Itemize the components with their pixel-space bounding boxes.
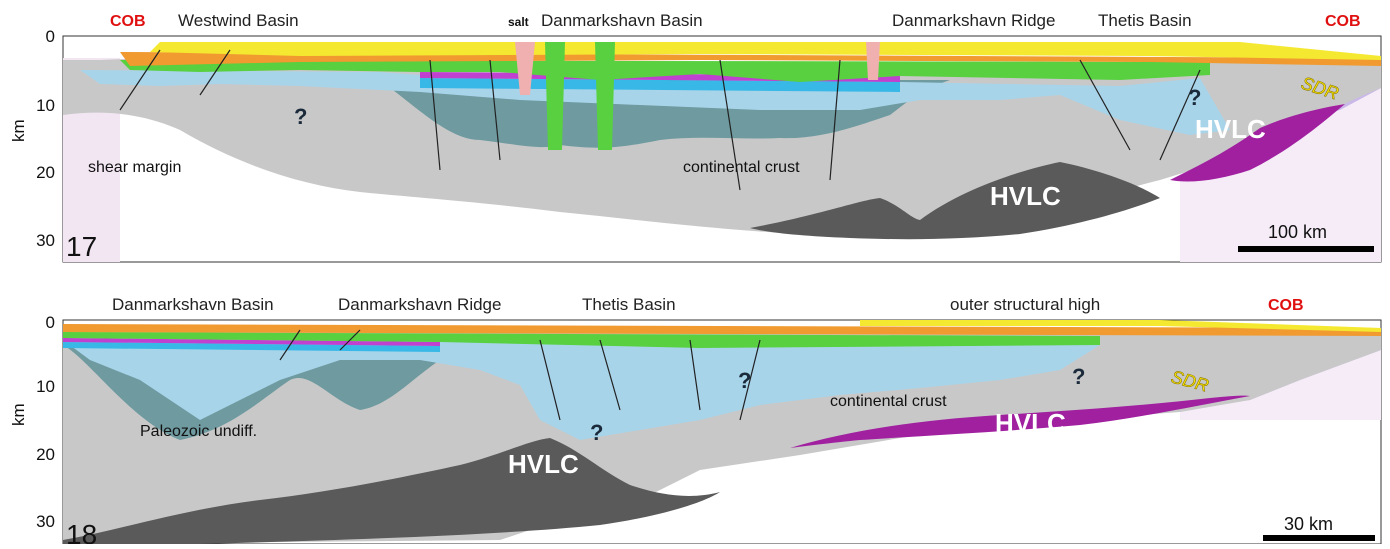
question-mark-2: ? bbox=[1188, 85, 1201, 110]
layer-cyan-17 bbox=[420, 78, 900, 92]
layer-green-17 bbox=[120, 60, 1210, 82]
continental-crust-label: continental crust bbox=[683, 159, 800, 176]
cob-label-18: COB bbox=[1268, 297, 1304, 314]
axis-tick-10-18: 10 bbox=[36, 377, 55, 396]
hvlc-right-label: HVLC bbox=[1195, 114, 1266, 144]
panel-17: COB Westwind Basin salt Danmarkshavn Bas… bbox=[9, 11, 1382, 263]
scale-bar-18 bbox=[1263, 535, 1375, 541]
panel-18: Danmarkshavn Basin Danmarkshavn Ridge Th… bbox=[9, 295, 1382, 549]
hvlc-main-body bbox=[750, 162, 1160, 240]
axis-tick-0-17: 0 bbox=[46, 27, 55, 46]
salt-label: salt bbox=[508, 15, 529, 29]
axis-unit-17: km bbox=[9, 119, 28, 142]
axis-tick-20-17: 20 bbox=[36, 163, 55, 182]
hvlc-right-body-18 bbox=[790, 395, 1250, 448]
danmarkshavn-basin-label-18: Danmarkshavn Basin bbox=[112, 295, 274, 314]
scale-label-18: 30 km bbox=[1284, 514, 1333, 534]
thetis-basin-label-18: Thetis Basin bbox=[582, 295, 676, 314]
hvlc-main-body-18 bbox=[63, 438, 720, 544]
danmarkshavn-ridge-label-18: Danmarkshavn Ridge bbox=[338, 295, 501, 314]
question-mark-18-1: ? bbox=[738, 368, 751, 393]
cob-right-label: COB bbox=[1325, 13, 1361, 30]
layer-cyan-18 bbox=[63, 342, 440, 352]
axis-tick-30-17: 30 bbox=[36, 231, 55, 250]
hvlc-main-label-18: HVLC bbox=[508, 449, 579, 479]
faults-17 bbox=[119, 49, 1201, 191]
axis-tick-30-18: 30 bbox=[36, 512, 55, 531]
panel-number-17: 17 bbox=[66, 231, 97, 262]
salt-diapir-2 bbox=[866, 42, 880, 80]
axis-tick-10-17: 10 bbox=[36, 96, 55, 115]
question-mark-18-2: ? bbox=[590, 420, 603, 445]
danmarkshavn-basin-label: Danmarkshavn Basin bbox=[541, 11, 703, 30]
axis-tick-20-18: 20 bbox=[36, 445, 55, 464]
continental-crust-label-18: continental crust bbox=[830, 393, 947, 410]
shear-margin-label: shear margin bbox=[88, 159, 181, 176]
layer-yellow-17 bbox=[150, 42, 1381, 60]
axis-unit-18: km bbox=[9, 403, 28, 426]
basin-blue-18 bbox=[63, 340, 1100, 440]
basin-blue-17 bbox=[80, 70, 1230, 135]
layer-orange-18 bbox=[63, 324, 1381, 336]
outer-high-label: outer structural high bbox=[950, 295, 1100, 314]
panel-number-18: 18 bbox=[66, 519, 97, 544]
layer-orange-17 bbox=[120, 52, 1381, 66]
hvlc-right-body bbox=[1170, 104, 1345, 182]
hvlc-right-label-18: HVLC bbox=[995, 408, 1066, 438]
green-pillar-1 bbox=[545, 42, 565, 150]
scale-label-17: 100 km bbox=[1268, 222, 1327, 242]
layer-green-18 bbox=[63, 332, 1100, 348]
layer-yellow-18 bbox=[860, 320, 1381, 332]
green-pillar-2 bbox=[595, 42, 615, 150]
question-mark-18-3: ? bbox=[1072, 364, 1085, 389]
danmarkshavn-ridge-label: Danmarkshavn Ridge bbox=[892, 11, 1055, 30]
question-mark-1: ? bbox=[294, 104, 307, 129]
faults-18 bbox=[279, 329, 761, 421]
paleozoic-label: Paleozoic undiff. bbox=[140, 423, 257, 440]
cob-left-label: COB bbox=[110, 13, 146, 30]
thetis-basin-label: Thetis Basin bbox=[1098, 11, 1192, 30]
hvlc-main-label: HVLC bbox=[990, 181, 1061, 211]
scale-bar-17 bbox=[1238, 246, 1374, 252]
salt-diapir-1 bbox=[515, 42, 535, 95]
axis-tick-0-18: 0 bbox=[46, 313, 55, 332]
westwind-basin-label: Westwind Basin bbox=[178, 11, 299, 30]
